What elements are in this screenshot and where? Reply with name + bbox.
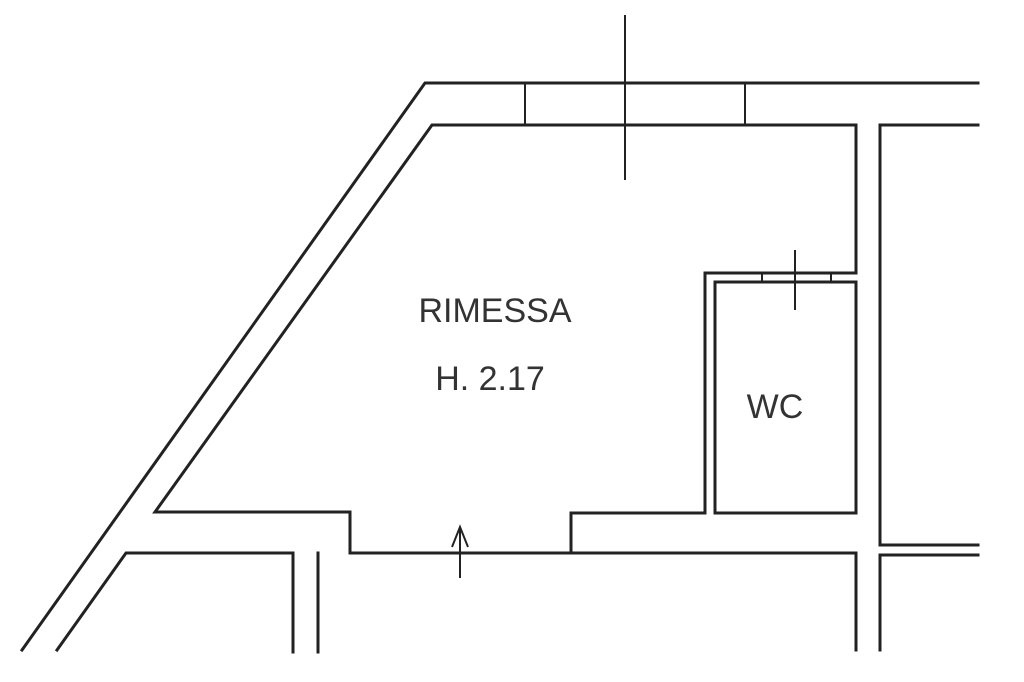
walls [19,81,980,654]
entrance-arrow-icon [451,524,469,578]
inner-wall [152,123,858,652]
wc-room [713,280,858,515]
right-wall-lower [878,553,980,652]
right-wall-upper [878,123,980,547]
room-name: RIMESSA [418,292,571,330]
windows [524,15,832,310]
left-lower-wall [54,551,295,654]
wc-label: WC [747,388,804,426]
room-height: H. 2.17 [435,360,545,398]
wc-partition-outer [569,123,858,555]
outer-wall [19,81,980,653]
